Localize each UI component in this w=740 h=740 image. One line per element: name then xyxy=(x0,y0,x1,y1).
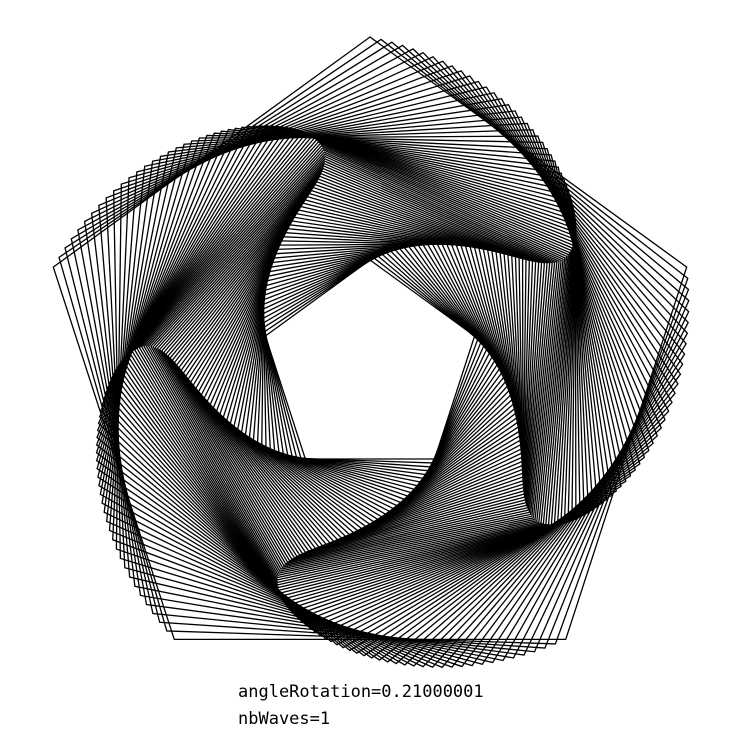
angle-rotation-label: angleRotation=0.21000001 xyxy=(238,682,484,702)
pentagon-layer xyxy=(108,86,676,669)
pentagon-layer xyxy=(103,97,670,668)
nested-pentagon-layers xyxy=(52,36,690,669)
pentagon-layer xyxy=(160,165,551,563)
pentagon-layer xyxy=(121,131,577,603)
pentagon-layer xyxy=(95,135,646,659)
pentagon-layer xyxy=(101,104,666,667)
pentagon-layer xyxy=(129,135,575,594)
pentagon-layer xyxy=(96,128,627,649)
nb-waves-label: nbWaves=1 xyxy=(238,709,331,729)
pentagon-layer xyxy=(147,151,564,574)
pentagon-layer xyxy=(165,170,546,560)
pentagon-layer xyxy=(140,145,569,581)
pentagon-layer xyxy=(163,167,548,562)
pentagon-layer xyxy=(143,147,568,579)
pentagon-layer xyxy=(175,183,530,554)
pentagon-layer xyxy=(156,160,556,567)
pentagon-layer xyxy=(97,127,622,646)
pentagon-layer xyxy=(95,132,636,654)
pentagon-layer xyxy=(96,129,650,661)
pentagon-layer xyxy=(264,259,476,460)
pentagon-layer xyxy=(126,134,576,597)
pentagon-layer xyxy=(131,137,574,592)
pentagon-layer xyxy=(145,149,566,577)
pentagon-layer xyxy=(167,172,543,559)
pentagon-layer xyxy=(169,175,540,557)
pentagon-layer xyxy=(105,92,673,668)
pentagon-layer xyxy=(178,186,527,552)
pentagon-layer xyxy=(152,155,560,570)
pentagon-layer xyxy=(154,158,558,568)
pentagon-layer xyxy=(173,181,534,555)
pentagon-layer xyxy=(138,143,571,584)
pentagon-layer xyxy=(180,189,524,551)
pentagon-layer xyxy=(171,178,537,556)
pentagon-layer xyxy=(95,134,641,657)
pentagon-layer xyxy=(112,80,679,668)
pentagon-layer xyxy=(150,153,562,572)
pentagon-layer xyxy=(136,141,572,586)
pentagon-layer xyxy=(99,110,663,666)
pentagon-layer xyxy=(133,139,573,589)
pentagon-layer xyxy=(124,132,576,600)
pentagon-layer xyxy=(158,162,553,565)
